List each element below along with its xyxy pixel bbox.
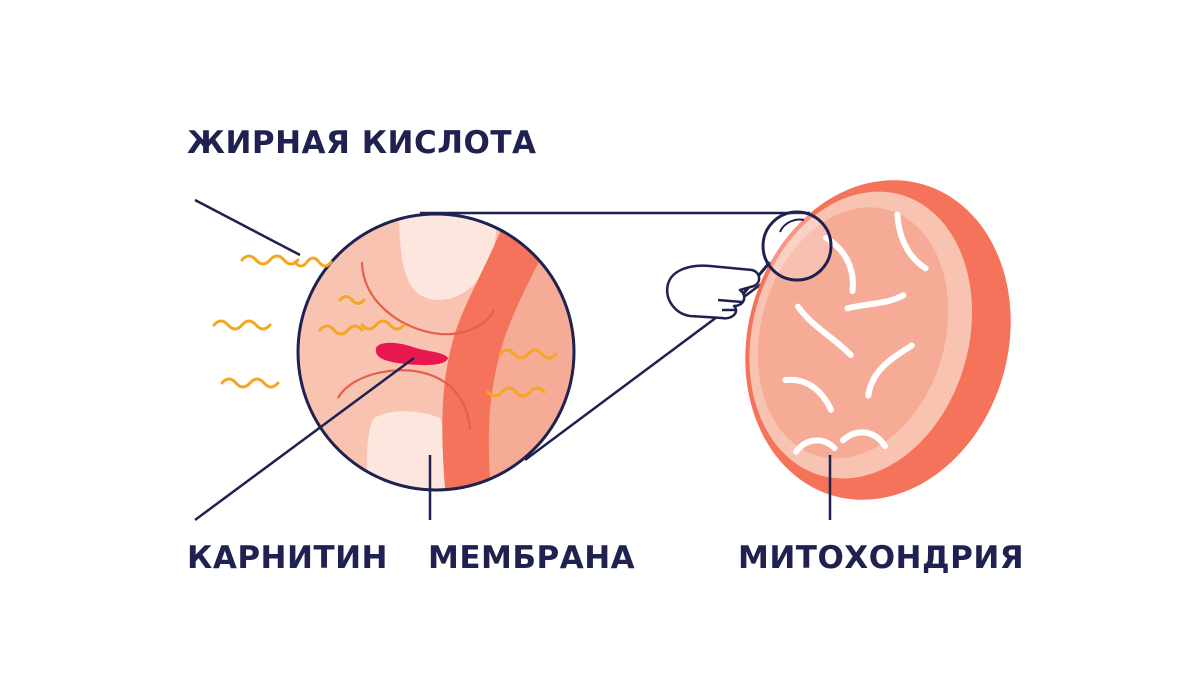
mitochondria-label: МИТОХОНДРИЯ: [738, 540, 1025, 576]
fatty-acid-label: ЖИРНАЯ КИСЛОТА: [187, 125, 537, 161]
carnitine-molecule: [375, 342, 448, 366]
fatty-acid-molecules: [212, 254, 558, 398]
carnitine-pointer: [194, 356, 415, 522]
zoom-circle: [296, 212, 576, 492]
fatty-acid-pointer: [194, 198, 301, 257]
carnitine-label: КАРНИТИН: [187, 540, 388, 576]
hand-icon: [665, 264, 761, 320]
pointer-lines: [194, 198, 832, 522]
mitochondrion: [745, 180, 1011, 500]
membrane-label: МЕМБРАНА: [428, 540, 636, 576]
